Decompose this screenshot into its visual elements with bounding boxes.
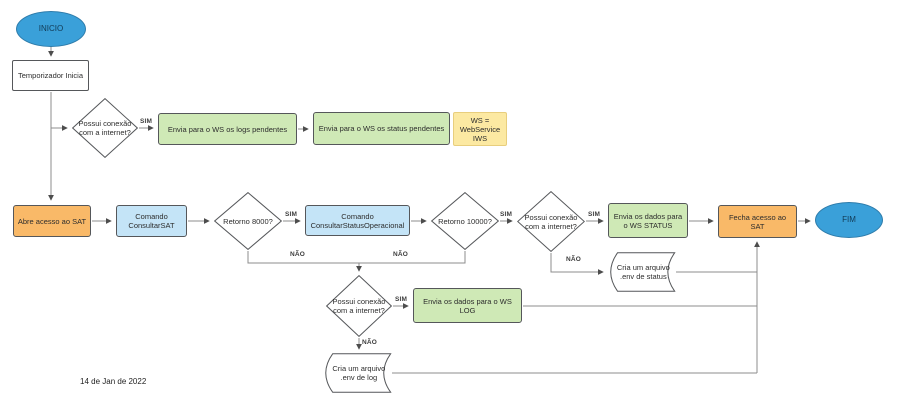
edge-label-yes: SIM bbox=[588, 211, 601, 218]
process-timer-start[interactable]: Temporizador Inicia bbox=[12, 60, 89, 91]
process-label: Abre acesso ao SAT bbox=[17, 216, 87, 226]
note-label: WS = WebService IWS bbox=[459, 115, 501, 143]
date-note: 14 de Jan de 2022 bbox=[80, 377, 147, 386]
process-send-ws-status[interactable]: Envia os dados para o WS STATUS bbox=[608, 203, 688, 238]
edge-label-yes: SIM bbox=[395, 296, 408, 303]
edge-label-no: NÃO bbox=[362, 339, 378, 346]
process-close-sat-access[interactable]: Fecha acesso ao SAT bbox=[718, 205, 797, 238]
connector bbox=[359, 251, 466, 264]
decision-internet-2[interactable]: Possui conexão com a internet? bbox=[517, 191, 585, 252]
process-label: Envia os dados para o WS LOG bbox=[423, 296, 512, 315]
start-label: INICIO bbox=[38, 24, 64, 34]
process-label: Envia para o WS os status pendentes bbox=[318, 124, 445, 133]
stored-data-env-status[interactable]: Cria um arquivo .env de status bbox=[608, 252, 676, 292]
edge-label-yes: SIM bbox=[140, 118, 153, 125]
decision-label: Possui conexão com a internet? bbox=[524, 212, 578, 231]
sticky-note-ws-definition[interactable]: WS = WebService IWS bbox=[453, 112, 507, 146]
diamond-shape bbox=[326, 275, 392, 337]
process-label: Temporizador Inicia bbox=[17, 71, 84, 80]
connector bbox=[550, 253, 604, 275]
stored-data-label: Cria um arquivo .env de status bbox=[616, 263, 670, 281]
stored-data-shape bbox=[608, 252, 676, 292]
stored-data-label: Cria um arquivo .env de log bbox=[332, 364, 386, 382]
decision-return-10000[interactable]: Retorno 10000? bbox=[431, 192, 499, 250]
process-send-pending-logs[interactable]: Envia para o WS os logs pendentes bbox=[158, 113, 297, 145]
edge-label-no: NÃO bbox=[393, 251, 409, 258]
connector bbox=[247, 251, 359, 264]
process-label: Envia os dados para o WS STATUS bbox=[613, 211, 683, 230]
process-label: Comando ConsultarStatusOperacional bbox=[310, 211, 405, 230]
decision-label: Retorno 10000? bbox=[438, 216, 492, 226]
start-terminal[interactable]: INICIO bbox=[16, 11, 86, 47]
edge-label-no: NÃO bbox=[566, 256, 582, 263]
process-consultar-sat[interactable]: Comando ConsultarSAT bbox=[116, 205, 187, 237]
process-label: Comando ConsultarSAT bbox=[128, 212, 175, 230]
process-open-sat-access[interactable]: Abre acesso ao SAT bbox=[13, 205, 91, 237]
diamond-shape bbox=[72, 98, 138, 158]
decision-label: Possui conexão com a internet? bbox=[332, 297, 386, 315]
process-send-ws-log[interactable]: Envia os dados para o WS LOG bbox=[413, 288, 522, 323]
decision-internet-1[interactable]: Possui conexão com a internet? bbox=[72, 98, 138, 158]
decision-return-8000[interactable]: Retorno 8000? bbox=[214, 192, 282, 250]
process-send-pending-status[interactable]: Envia para o WS os status pendentes bbox=[313, 112, 450, 145]
end-label: FIM bbox=[842, 215, 856, 225]
diamond-shape bbox=[517, 191, 585, 252]
decision-label: Possui conexão com a internet? bbox=[78, 119, 132, 137]
process-label: Envia para o WS os logs pendentes bbox=[167, 124, 288, 134]
edge-label-yes: SIM bbox=[500, 211, 513, 218]
stored-data-shape bbox=[323, 353, 392, 393]
edge-label-no: NÃO bbox=[290, 251, 306, 258]
decision-internet-3[interactable]: Possui conexão com a internet? bbox=[326, 275, 392, 337]
decision-label: Retorno 8000? bbox=[223, 216, 273, 226]
diamond-shape bbox=[431, 192, 499, 250]
stored-data-env-log[interactable]: Cria um arquivo .env de log bbox=[323, 353, 392, 393]
process-consultar-status-operacional[interactable]: Comando ConsultarStatusOperacional bbox=[305, 205, 410, 236]
process-label: Fecha acesso ao SAT bbox=[728, 212, 787, 231]
diamond-shape bbox=[214, 192, 282, 250]
end-terminal[interactable]: FIM bbox=[815, 202, 883, 238]
edge-label-yes: SIM bbox=[285, 211, 298, 218]
